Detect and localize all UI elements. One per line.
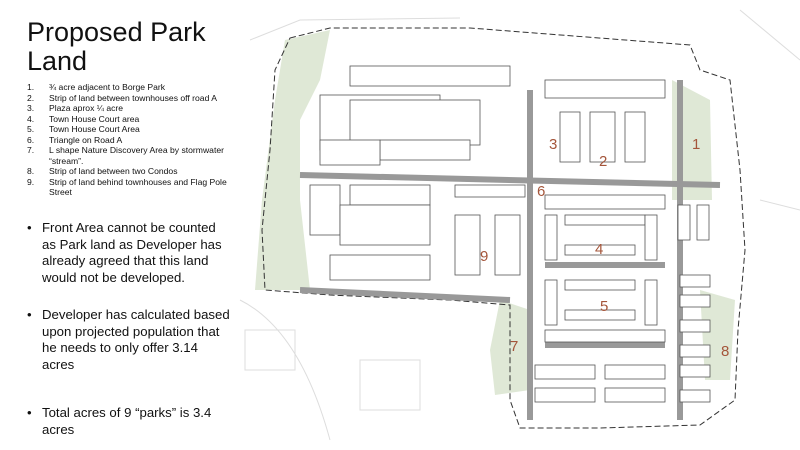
list-item: 9.Strip of land behind townhouses and Fl… (27, 176, 227, 198)
list-item: 4.Town House Court area (27, 113, 140, 124)
bullet-developer: •Developer has calculated based upon pro… (27, 307, 230, 372)
surrounding-context (239, 9, 800, 441)
bullet-icon: • (27, 405, 32, 420)
list-item: 3.Plaza aprox ¼ acre (27, 103, 124, 113)
list-item: 5.Town House Court Area (27, 124, 140, 134)
buildings (309, 65, 711, 403)
slide-title: Proposed Park Land (27, 17, 206, 76)
list-item: 8.Strip of land between two Condos (27, 166, 178, 176)
park-label-2: 2 (599, 153, 607, 170)
list-item: 7.L shape Nature Discovery Area by storm… (27, 145, 224, 166)
park-label-1: 1 (692, 136, 700, 153)
park-label-7: 7 (510, 338, 518, 355)
park-label-5: 5 (600, 298, 608, 315)
bullet-front-area: •Front Area cannot be counted as Park la… (27, 220, 222, 285)
park-label-4: 4 (595, 241, 603, 258)
park-label-9: 9 (480, 248, 488, 265)
park-label-8: 8 (721, 343, 729, 360)
list-item: 2.Strip of land between townhouses off r… (27, 92, 218, 103)
bullet-icon: • (27, 220, 32, 235)
list-item: 1.¾ acre adjacent to Borge Park (27, 82, 166, 92)
park-label-6: 6 (537, 183, 545, 200)
bullet-total: •Total acres of 9 “parks” is 3.4 acres (27, 405, 212, 437)
park-label-3: 3 (549, 136, 557, 153)
park-list: 1.¾ acre adjacent to Borge Park 2.Strip … (27, 82, 242, 198)
roads (299, 80, 721, 420)
property-boundary (261, 27, 746, 429)
site-plan: 1 2 3 4 5 6 7 8 9 (239, 9, 800, 441)
bullet-icon: • (27, 307, 32, 322)
list-item: 6.Triangle on Road A (27, 134, 123, 145)
